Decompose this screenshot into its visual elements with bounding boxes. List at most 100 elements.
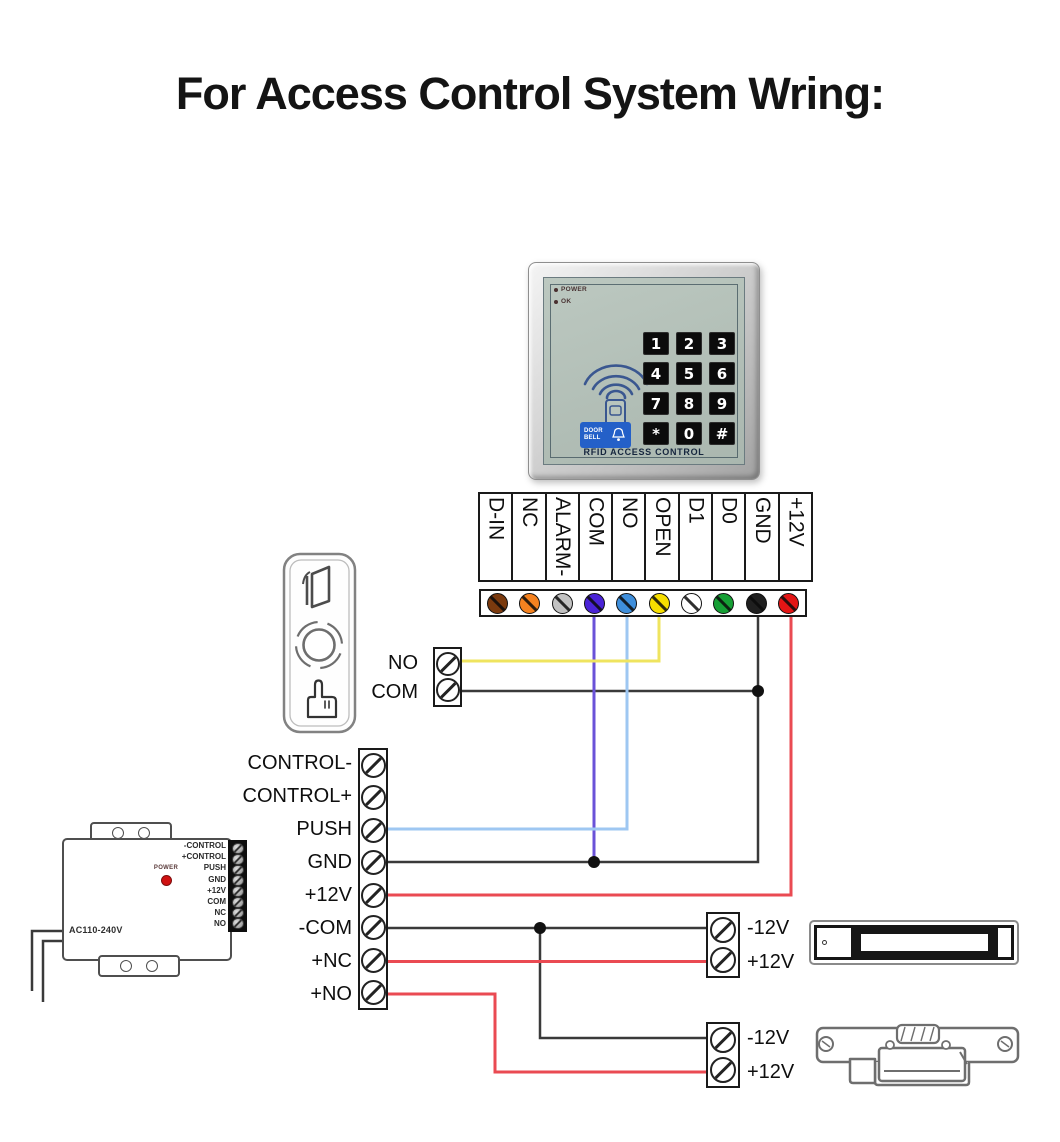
gnd-label: GND	[307, 851, 352, 873]
key-2: 2	[676, 332, 702, 355]
key-8: 8	[676, 392, 702, 415]
key-4: 4	[643, 362, 669, 385]
power-led-icon	[554, 287, 558, 292]
screw-icon	[435, 678, 460, 702]
strike-terminal-block	[706, 1022, 740, 1088]
screw-icon	[231, 918, 244, 929]
mount-hole-icon	[822, 939, 827, 945]
terminal-cell-com: COM	[580, 494, 614, 580]
screw-icon	[710, 917, 736, 943]
electric-strike-drawing	[815, 1023, 1020, 1087]
psu-label-nc: NC	[214, 908, 226, 917]
key-6: 6	[709, 362, 735, 385]
screw-icon	[231, 886, 244, 897]
terminal-cell-nc: NC	[513, 494, 547, 580]
wire-terminal-brown	[487, 592, 508, 614]
key-1: 1	[643, 332, 669, 355]
ac-wire-1	[30, 929, 62, 991]
wire-color-strip	[479, 589, 807, 617]
screw-icon	[710, 1057, 736, 1083]
keypad-terminal-block: D-IN NC ALARM- COM NO OPEN D1 D0 GND +12…	[478, 492, 813, 582]
minus-com-branch-wire	[538, 928, 706, 1040]
wire-terminal-violet	[583, 592, 605, 614]
magnetic-lock-drawing	[809, 920, 1019, 965]
terminal-cell-open: OPEN	[646, 494, 680, 580]
terminal-cell-alarm: ALARM-	[547, 494, 580, 580]
exit-button-terminal-block	[433, 647, 462, 707]
wire-terminal-black	[745, 592, 767, 614]
terminal-cell-d1: D1	[680, 494, 714, 580]
doorbell-button: DOOR BELL	[580, 422, 631, 448]
terminal-cell-12v: +12V	[784, 497, 808, 547]
wire-terminal-yellow	[648, 592, 670, 614]
key-5: 5	[676, 362, 702, 385]
key-9: 9	[709, 392, 735, 415]
controller-terminal-block	[358, 748, 388, 1010]
plus-nc-label: +NC	[311, 950, 352, 972]
push-label: PUSH	[296, 818, 352, 840]
terminal-cell-din: D-IN	[480, 494, 514, 580]
key-7: 7	[643, 392, 669, 415]
junction-dot	[752, 685, 764, 697]
exit-no-label: NO	[388, 652, 418, 674]
control-minus-label: CONTROL-	[247, 752, 352, 774]
screw-icon	[231, 843, 244, 854]
ac-wire-2	[41, 939, 62, 1002]
screw-icon	[360, 817, 386, 843]
ok-led-label: OK	[561, 298, 572, 305]
screw-icon	[360, 753, 386, 778]
psu-power-led-label: POWER	[153, 865, 179, 871]
maglock-body	[814, 925, 1014, 960]
screw-icon	[231, 907, 244, 919]
doorbell-label: DOOR BELL	[584, 428, 603, 441]
screw-icon	[360, 915, 386, 941]
psu-power-led	[161, 875, 172, 886]
keypad-status-leds: POWER OK	[554, 286, 587, 310]
psu-label-push: PUSH	[203, 863, 226, 872]
junction-dot	[588, 856, 600, 868]
key-hash: #	[709, 422, 735, 445]
key-3: 3	[709, 332, 735, 355]
keypad-brand-label: RFID ACCESS CONTROL	[583, 447, 705, 457]
wire-terminal-green	[713, 592, 735, 614]
maglock-terminal-block	[706, 912, 740, 978]
screw-icon	[710, 947, 736, 973]
screw-icon	[231, 896, 244, 908]
power-supply-box	[62, 838, 232, 961]
hand-icon	[306, 679, 338, 719]
control-plus-label: CONTROL+	[242, 785, 352, 807]
junction-dot	[534, 922, 546, 934]
screw-icon	[231, 853, 244, 865]
rfid-keypad-device: POWER OK	[528, 262, 760, 480]
button-circle	[294, 620, 344, 670]
wire-terminal-blue	[616, 592, 638, 614]
gnd-wire	[388, 616, 760, 864]
mount-hole-icon	[112, 826, 124, 839]
wire-terminal-white	[680, 592, 702, 614]
rfid-signal-icon	[583, 364, 649, 426]
exit-com-label: COM	[371, 681, 418, 703]
mount-hole-icon	[146, 960, 158, 972]
exit-button-drawing	[282, 552, 357, 734]
no-wire	[388, 616, 629, 831]
screw-icon	[231, 864, 244, 876]
key-0: 0	[676, 422, 702, 445]
psu-label-control-minus: -CONTROL	[183, 841, 226, 850]
maglock-mount-plate	[817, 928, 861, 957]
key-star: *	[643, 422, 669, 445]
screw-icon	[710, 1027, 736, 1053]
ok-led-icon	[554, 299, 558, 304]
screw-icon	[360, 882, 386, 908]
door-icon	[302, 565, 331, 609]
maglock-end-cap	[998, 928, 1011, 957]
mount-hole-icon	[120, 960, 132, 972]
open-wire	[462, 616, 661, 663]
strike-minus12v-label: -12V	[747, 1027, 790, 1049]
maglock-end-bar	[988, 928, 998, 957]
terminal-cell-no: NO	[613, 494, 647, 580]
keypad-faceplate: POWER OK	[543, 277, 745, 465]
psu-terminal-strip	[228, 840, 247, 932]
plus12v-label: +12V	[304, 884, 352, 906]
psu-label-com: COM	[207, 897, 226, 906]
